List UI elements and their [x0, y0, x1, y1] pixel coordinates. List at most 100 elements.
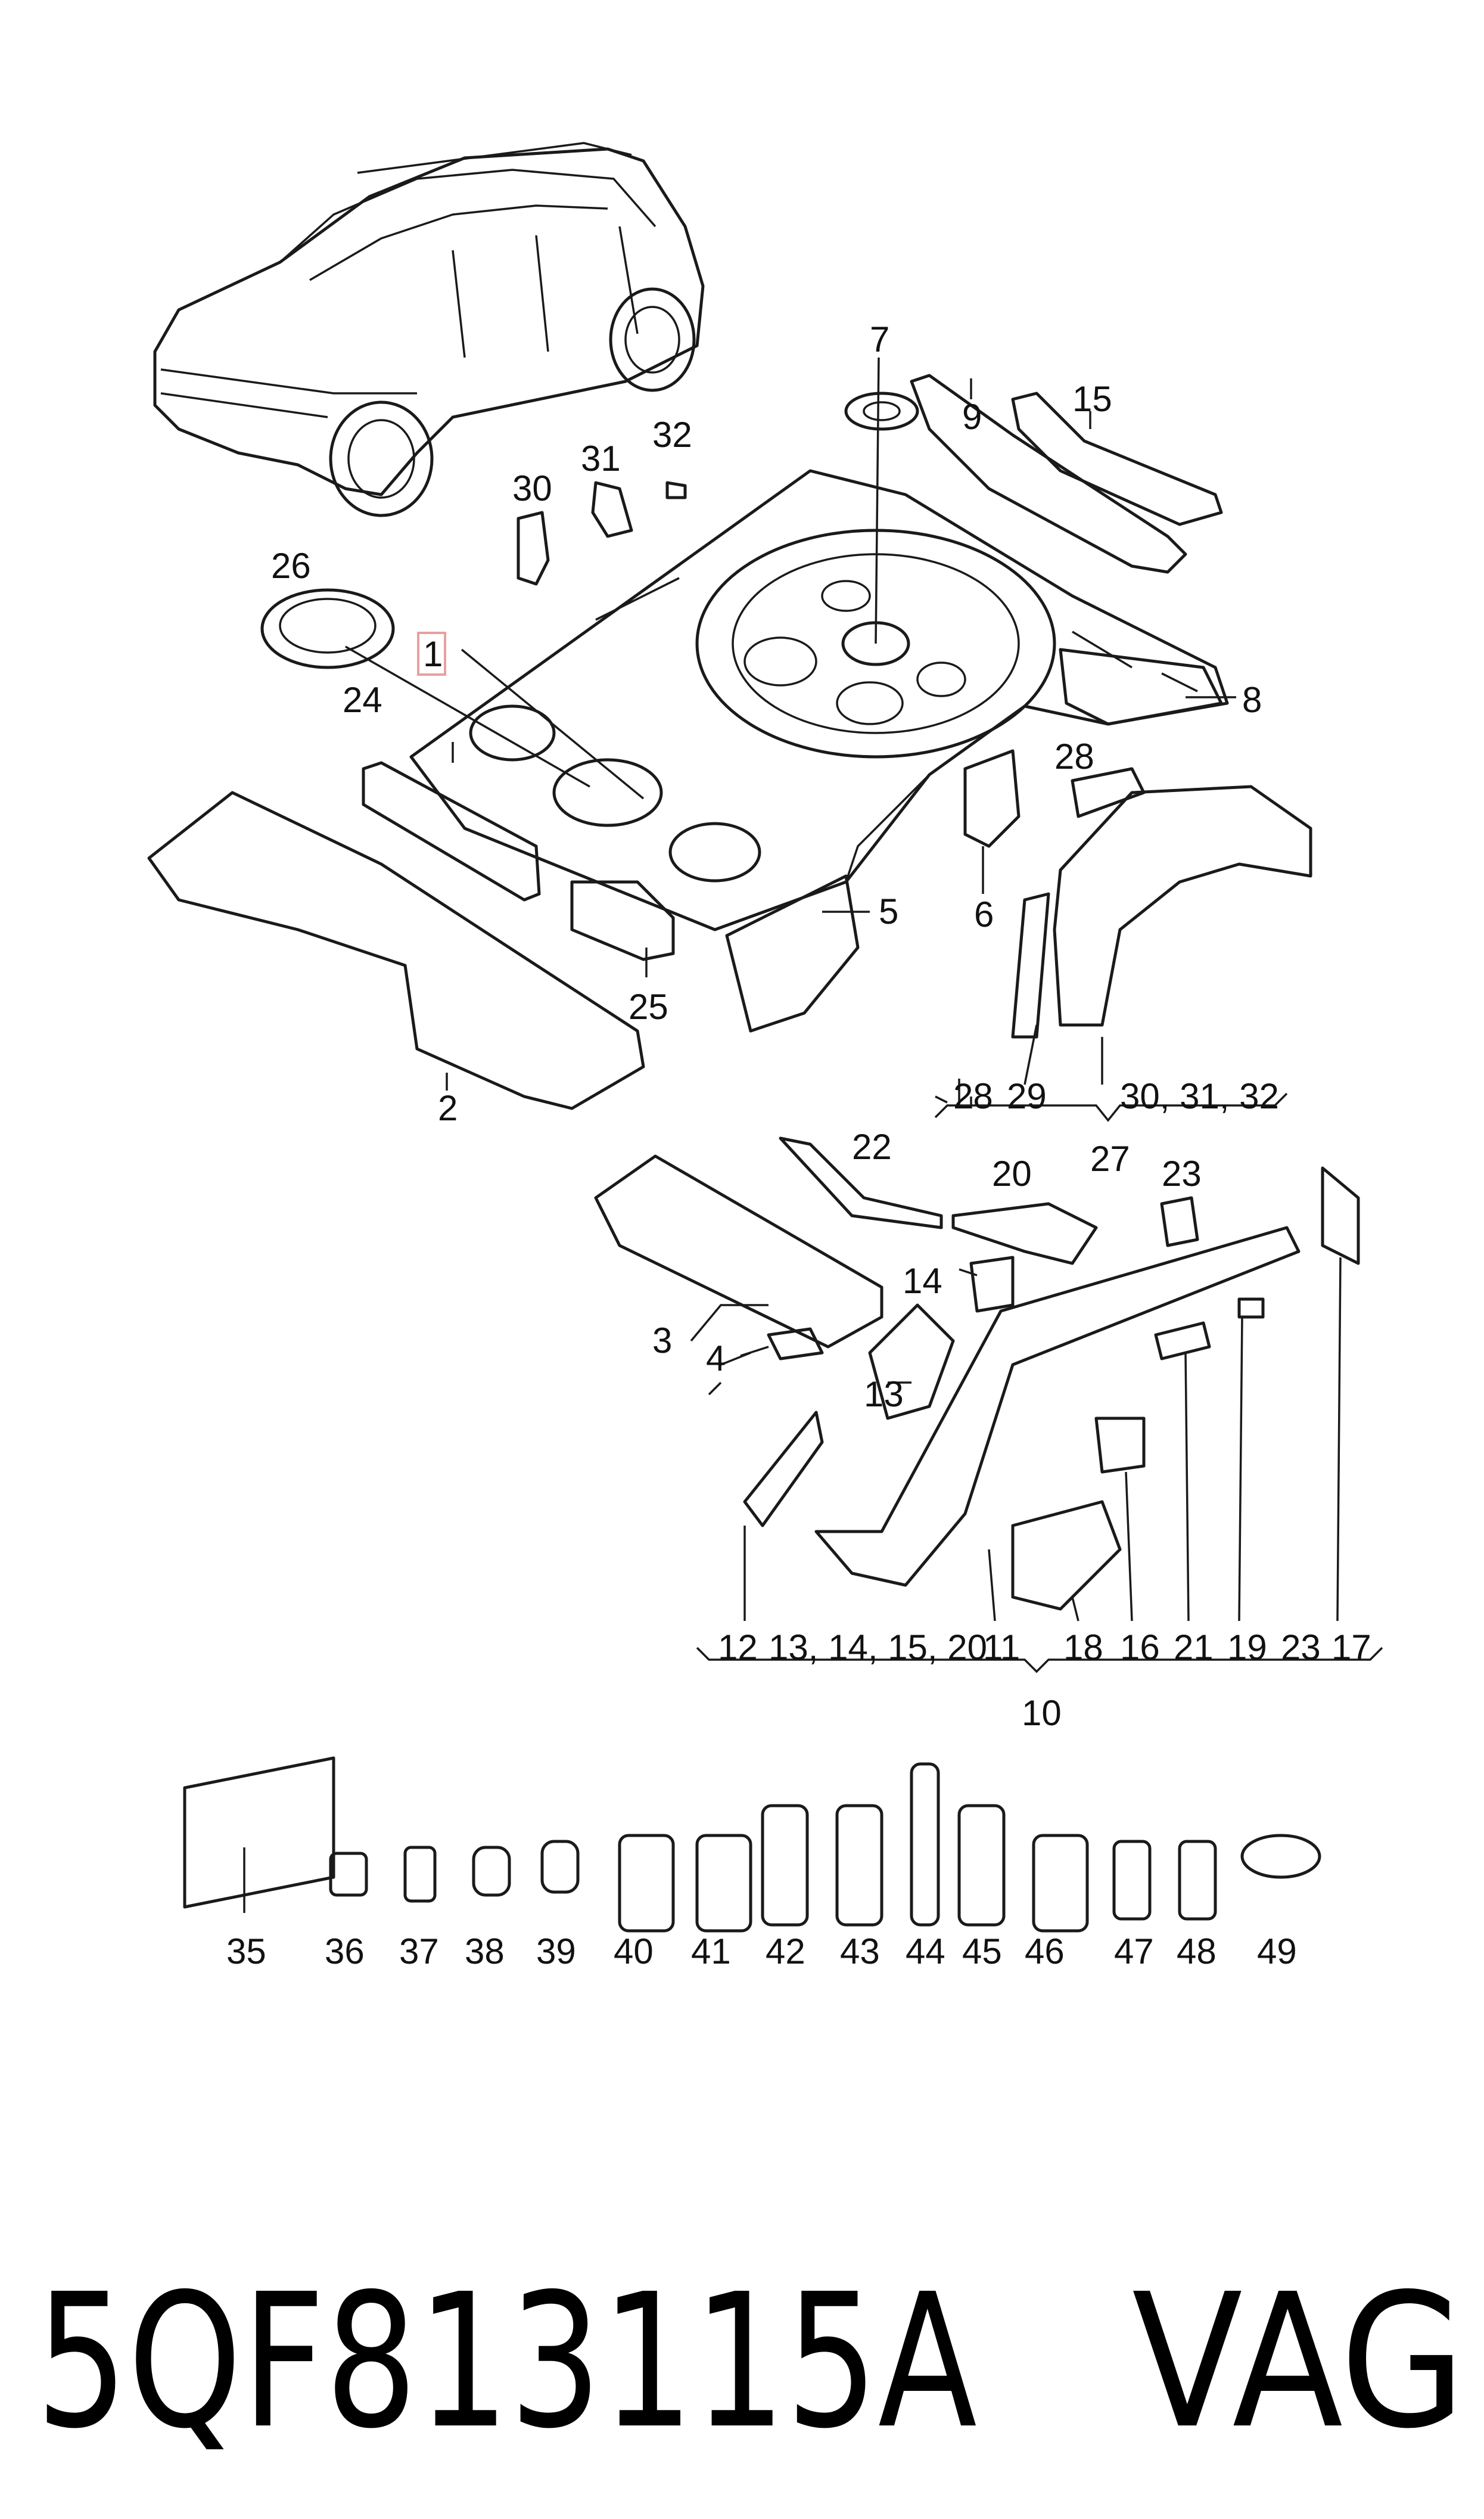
- part-24-sill: [362, 761, 541, 902]
- part-6-bracket: [963, 749, 1021, 848]
- callout-10: 10: [1022, 1693, 1062, 1733]
- group-10-19: 19: [1227, 1627, 1267, 1667]
- group-10-16: 16: [1120, 1627, 1160, 1667]
- callout-25: 25: [629, 987, 668, 1027]
- part-2-front-floor: [147, 791, 645, 1110]
- group-10-21: 21: [1174, 1627, 1214, 1667]
- part-42-can: [761, 1804, 809, 1927]
- callout-4: 4: [706, 1338, 726, 1378]
- callout-labels: 1 2 3 4 5 6 7 8 9 15 26 24 25 28 30 31 3…: [226, 319, 1371, 1971]
- callout-40: 40: [614, 1931, 654, 1971]
- callout-13: 13: [864, 1374, 904, 1414]
- part-44-tube: [910, 1762, 940, 1927]
- callout-7: 7: [870, 319, 889, 359]
- group-27-28: 28: [953, 1076, 993, 1116]
- brand-label: VAG: [1132, 2254, 1466, 2470]
- part-number: 5QF813115A: [36, 2254, 978, 2470]
- part-9-crossmember: [910, 374, 1187, 574]
- part-26-cover: [260, 588, 395, 669]
- part-35-tape-sheet: [183, 1756, 335, 1909]
- part-14-bracket: [969, 1256, 1015, 1313]
- callout-1-highlight: [417, 632, 446, 676]
- part-25-bracket: [570, 880, 675, 961]
- part-37-rivet: [403, 1846, 437, 1903]
- callout-20: 20: [992, 1154, 1032, 1194]
- callout-2: 2: [438, 1088, 458, 1128]
- part-27-wheel-housing: [1053, 785, 1312, 1027]
- group-10-12: 12: [718, 1627, 758, 1667]
- callout-22: 22: [852, 1127, 892, 1167]
- callout-28: 28: [1054, 737, 1094, 776]
- vehicle-illustration: [153, 142, 705, 517]
- callout-31: 31: [581, 439, 621, 479]
- part-45-can: [957, 1804, 1006, 1927]
- part-4-bracket: [767, 1327, 824, 1361]
- callout-37: 37: [399, 1931, 439, 1971]
- part-3-side-member: [594, 1154, 883, 1349]
- part-15-bracket: [1011, 392, 1223, 526]
- group-bracket-27: [934, 1092, 1288, 1122]
- callout-44: 44: [906, 1931, 945, 1971]
- callout-5: 5: [879, 892, 898, 931]
- callout-8: 8: [1242, 680, 1262, 720]
- part-13-bracket: [868, 1303, 955, 1420]
- callout-32: 32: [652, 415, 692, 455]
- callout-27: 27: [1090, 1139, 1130, 1179]
- callout-43: 43: [840, 1931, 880, 1971]
- callout-26: 26: [271, 546, 311, 586]
- part-43-can: [835, 1804, 883, 1927]
- part-12-bracket: [743, 1411, 824, 1527]
- part-8-rear-panel: [1059, 648, 1223, 726]
- part-48-bottle: [1178, 1840, 1217, 1921]
- part-20-bracket: [951, 1202, 1098, 1265]
- callout-1: 1: [423, 634, 443, 674]
- callout-47: 47: [1114, 1931, 1154, 1971]
- group-10-23: 23: [1281, 1627, 1321, 1667]
- callout-39: 39: [536, 1931, 576, 1971]
- group-27-30-31-32: 30, 31, 32: [1120, 1076, 1279, 1116]
- callout-41: 41: [691, 1931, 731, 1971]
- part-22-strip: [779, 1136, 943, 1229]
- callout-3: 3: [652, 1321, 672, 1361]
- callout-45: 45: [962, 1931, 1002, 1971]
- part-46-cartridge: [1032, 1834, 1089, 1933]
- callout-38: 38: [465, 1931, 505, 1971]
- leader-lines: [243, 357, 1342, 1913]
- group-10-17: 17: [1331, 1627, 1371, 1667]
- part-21-bracket: [1154, 1321, 1211, 1361]
- part-18-bracket: [1011, 1500, 1122, 1611]
- part-40-cartridge: [618, 1834, 675, 1933]
- part-28-bracket: [1071, 767, 1146, 818]
- small-parts-row: [183, 1756, 1321, 1933]
- callout-15: 15: [1072, 379, 1112, 419]
- callout-35: 35: [226, 1931, 266, 1971]
- part-47-bottle: [1112, 1840, 1152, 1921]
- part-30-bracket: [517, 511, 550, 586]
- part-39-nut: [540, 1840, 580, 1894]
- group-27-29: 29: [1007, 1076, 1047, 1116]
- rear-floor-panel: [409, 469, 1229, 931]
- callout-36: 36: [325, 1931, 365, 1971]
- group-10-18: 18: [1063, 1627, 1103, 1667]
- part-31-bracket: [591, 481, 633, 538]
- part-19-clip: [1237, 1297, 1265, 1319]
- part-29-strip: [1011, 892, 1050, 1039]
- callout-48: 48: [1177, 1931, 1217, 1971]
- part-32-clip: [665, 481, 687, 499]
- part-5-reinforcement: [725, 874, 860, 1033]
- group-10-11: 11: [983, 1627, 1020, 1667]
- part-41-cartridge: [695, 1834, 752, 1933]
- callout-46: 46: [1025, 1931, 1065, 1971]
- callout-6: 6: [974, 894, 994, 934]
- callout-42: 42: [766, 1931, 805, 1971]
- callout-23: 23: [1162, 1154, 1202, 1194]
- part-17-plate: [1321, 1166, 1360, 1265]
- callout-24: 24: [343, 680, 382, 720]
- callout-9: 9: [962, 397, 982, 437]
- group-bracket-10: [696, 1647, 1383, 1673]
- part-49-tape-roll: [1240, 1834, 1321, 1879]
- part-36-clip: [329, 1852, 368, 1897]
- part-23-bracket: [1160, 1196, 1199, 1247]
- callout-14: 14: [903, 1261, 942, 1301]
